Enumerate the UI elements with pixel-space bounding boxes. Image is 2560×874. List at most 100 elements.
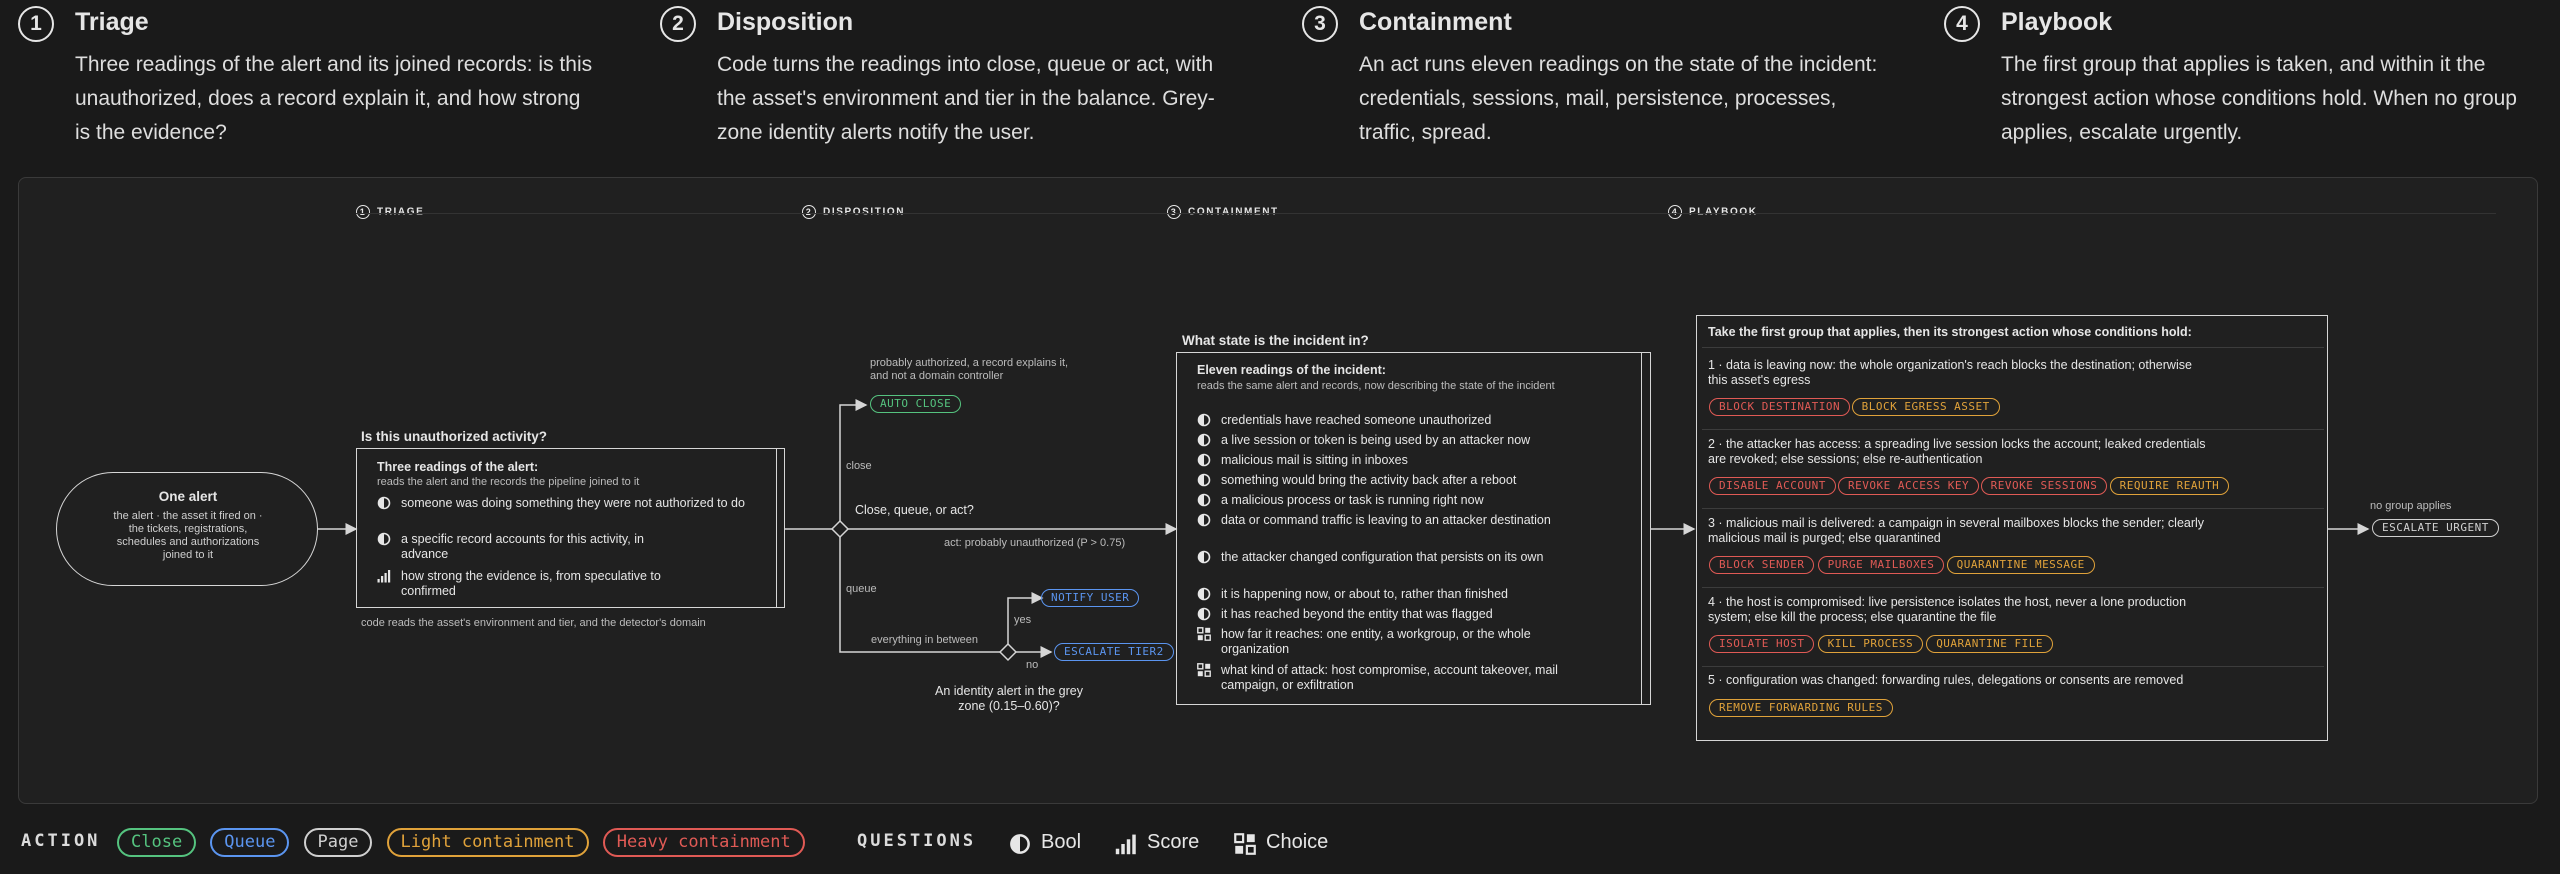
containment-question: What state is the incident in? — [1182, 333, 1369, 348]
group-divider — [1702, 429, 2324, 430]
yes-label: yes — [1014, 614, 1032, 626]
playbook-action: QUARANTINE MESSAGE — [1946, 556, 2095, 574]
escalate-urgent-action: ESCALATE URGENT — [2372, 519, 2499, 537]
containment-box-inner-edge — [1641, 352, 1643, 705]
choice-icon — [1197, 627, 1211, 641]
containment-reading-text: credentials have reached someone unautho… — [1221, 413, 1492, 427]
containment-box-title: Eleven readings of the incident: — [1197, 363, 1386, 377]
grey-zone-diamond — [998, 642, 1018, 662]
legend-action-label: ACTION — [21, 831, 101, 851]
containment-reading-text: a malicious process or task is running r… — [1221, 493, 1484, 507]
no-label: no — [1026, 659, 1039, 671]
disposition-question: Close, queue, or act? — [855, 503, 974, 517]
group-divider — [1702, 508, 2324, 509]
legend-question-label: Score — [1147, 831, 1200, 853]
playbook-action: REVOKE ACCESS KEY — [1838, 477, 1980, 495]
playbook-action: ISOLATE HOST — [1709, 635, 1815, 653]
group-divider — [1702, 347, 2324, 348]
playbook-box — [1696, 315, 2328, 741]
legend-action-green: Close — [117, 828, 197, 857]
step-title: Playbook — [2001, 8, 2113, 36]
choice-icon — [1197, 663, 1211, 677]
auto-close-action: AUTO CLOSE — [870, 395, 962, 413]
legend-question-label: Choice — [1266, 831, 1329, 853]
containment-reading-text: it has reached beyond the entity that wa… — [1221, 607, 1493, 621]
containment-reading-text: what kind of attack: host compromise, ac… — [1221, 663, 1558, 692]
mini-header-disposition: 2DISPOSITION — [802, 205, 905, 219]
containment-reading-text: how far it reaches: one entity, a workgr… — [1221, 627, 1531, 656]
playbook-action: BLOCK SENDER — [1709, 556, 1815, 574]
playbook-action: BLOCK DESTINATION — [1709, 398, 1851, 416]
playbook-group-text: 3 · malicious mail is delivered: a campa… — [1708, 516, 2205, 545]
choice-icon — [1234, 833, 1256, 860]
bool-icon — [377, 532, 391, 546]
legend-question-label: Bool — [1041, 831, 1082, 853]
group-divider — [1702, 666, 2324, 667]
playbook-action: BLOCK EGRESS ASSET — [1851, 398, 2000, 416]
triage-reading-text: a specific record accounts for this acti… — [401, 532, 644, 561]
triage-box-title: Three readings of the alert: — [377, 460, 539, 474]
queue-branch-label: queue — [846, 583, 877, 595]
containment-reading-text: it is happening now, or about to, rather… — [1221, 587, 1508, 601]
step-number: 3 — [1302, 6, 1338, 42]
bool-icon — [1197, 433, 1211, 447]
step-number: 2 — [660, 6, 696, 42]
step-description: The first group that applies is taken, a… — [2001, 53, 2517, 144]
legend-action-amber: Light containment — [386, 828, 589, 857]
triage-reading-text: how strong the evidence is, from specula… — [401, 569, 661, 598]
triage-box-subtitle: reads the alert and the records the pipe… — [377, 476, 640, 488]
group-divider — [1702, 587, 2324, 588]
bool-icon — [1197, 587, 1211, 601]
close-branch-label: close — [846, 460, 872, 472]
bool-icon — [377, 496, 391, 510]
playbook-action: REMOVE FORWARDING RULES — [1709, 699, 1893, 717]
escalate-tier2-action: ESCALATE TIER2 — [1054, 643, 1174, 661]
disposition-diamond — [830, 519, 850, 539]
score-icon — [1115, 833, 1137, 860]
legend-action-blue: Queue — [210, 828, 290, 857]
containment-box-subtitle: reads the same alert and records, now de… — [1197, 380, 1555, 392]
containment-reading-text: a live session or token is being used by… — [1221, 433, 1531, 447]
act-branch-label: act: probably unauthorized (P > 0.75) — [944, 537, 1126, 549]
bool-icon — [1197, 453, 1211, 467]
triage-box-inner-edge — [776, 448, 778, 608]
playbook-action: PURGE MAILBOXES — [1817, 556, 1945, 574]
bool-icon — [1197, 473, 1211, 487]
step-description: Code turns the readings into close, queu… — [717, 53, 1215, 144]
mini-header-playbook: 4PLAYBOOK — [1668, 205, 1758, 219]
step-title: Disposition — [717, 8, 854, 36]
containment-reading-text: malicious mail is sitting in inboxes — [1221, 453, 1408, 467]
score-icon — [377, 570, 391, 583]
step-title: Triage — [75, 8, 149, 36]
bool-icon — [1197, 550, 1211, 564]
playbook-group-text: 2 · the attacker has access: a spreading… — [1708, 437, 2206, 466]
triage-footnote: code reads the asset's environment and t… — [361, 617, 706, 629]
header-rule — [356, 213, 2496, 214]
legend-questions-label: QUESTIONS — [857, 831, 977, 851]
step-number: 1 — [18, 6, 54, 42]
grey-zone-question: An identity alert in the grey zone (0.15… — [935, 684, 1083, 713]
playbook-group-text: 1 · data is leaving now: the whole organ… — [1708, 358, 2192, 387]
bool-icon — [1197, 413, 1211, 427]
playbook-title: Take the first group that applies, then … — [1708, 325, 2192, 339]
bool-icon — [1197, 493, 1211, 507]
containment-box — [1176, 352, 1651, 705]
mini-header-containment: 3CONTAINMENT — [1167, 205, 1279, 219]
triage-reading-text: someone was doing something they were no… — [401, 496, 745, 510]
notify-user-action: NOTIFY USER — [1041, 589, 1140, 607]
close-note: probably authorized, a record explains i… — [870, 357, 1069, 382]
alert-node-title: One alert — [158, 489, 218, 504]
triage-question: Is this unauthorized activity? — [361, 429, 548, 444]
mini-header-triage: 1TRIAGE — [356, 205, 424, 219]
step-description: An act runs eleven readings on the state… — [1359, 53, 1878, 144]
legend-action-gray: Page — [303, 828, 373, 857]
step-number: 4 — [1944, 6, 1980, 42]
legend-action-red: Heavy containment — [602, 828, 805, 857]
playbook-group-text: 5 · configuration was changed: forwardin… — [1708, 673, 2184, 687]
step-description: Three readings of the alert and its join… — [75, 53, 593, 144]
playbook-action: QUARANTINE FILE — [1926, 635, 2054, 653]
containment-reading-text: something would bring the activity back … — [1221, 473, 1517, 487]
bool-icon — [1197, 607, 1211, 621]
bool-icon — [1197, 513, 1211, 527]
